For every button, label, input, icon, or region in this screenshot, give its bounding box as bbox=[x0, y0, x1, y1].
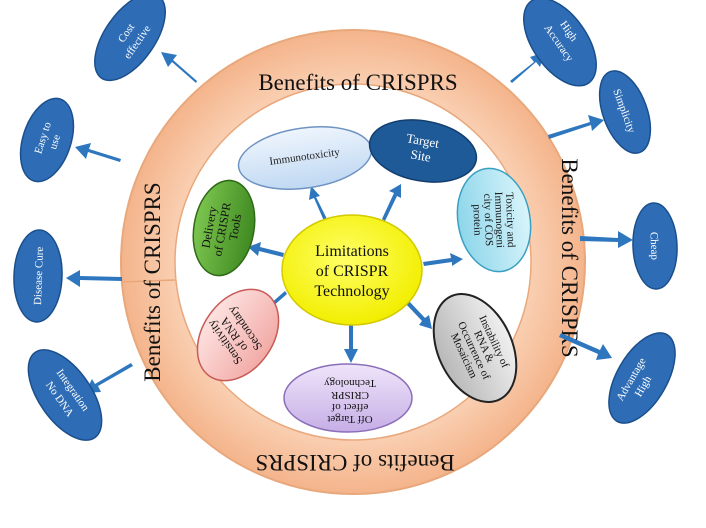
arrow-to-immunotoxicity bbox=[309, 186, 327, 221]
limitation-offtarget: Off Target effect of CRISPR Technology bbox=[283, 363, 413, 433]
benefit-cheap: Cheap bbox=[632, 202, 678, 290]
arrow-to-instability bbox=[405, 300, 432, 329]
center-line3: Technology bbox=[314, 283, 389, 300]
center-line1: Limitations bbox=[315, 243, 389, 260]
limitation-toxicity-line1: Toxicity and bbox=[503, 192, 517, 248]
benefit-high-advantage: High Advantage bbox=[608, 332, 676, 424]
arrow-disease-cure bbox=[66, 270, 122, 287]
limitation-toxicity-line2: Immunogeni bbox=[492, 192, 506, 249]
limitation-target-site-line2: Site bbox=[410, 146, 433, 164]
limitation-offtarget-line2: effect of bbox=[331, 401, 368, 413]
arrow-cost-effective bbox=[161, 52, 197, 83]
ring-label-bottom: Benefits of CRISPRS bbox=[255, 450, 454, 475]
ring-label-top: Benefits of CRISPRS bbox=[258, 70, 457, 95]
arrow-easy-to-use bbox=[75, 143, 121, 162]
benefit-easy-to-use-line2: use bbox=[47, 133, 63, 151]
benefit-easy-to-use: Easy to use bbox=[19, 97, 75, 183]
arrow-to-target-site bbox=[382, 184, 401, 221]
benefit-cheap-label: Cheap bbox=[648, 232, 661, 261]
arrow-no-dna bbox=[85, 363, 133, 393]
limitation-toxicity-line4: protein bbox=[470, 204, 483, 236]
ring-label-right: Benefits of CRISPRS bbox=[557, 158, 582, 357]
limitation-offtarget-line3: CRISPR bbox=[330, 389, 369, 401]
arrow-simplicity bbox=[548, 115, 604, 139]
limitation-instability: Instability of RNA & Occurrence of Mosai… bbox=[432, 293, 518, 403]
benefit-high-accuracy: High Accuracy bbox=[523, 0, 597, 87]
limitation-arrows bbox=[248, 184, 463, 363]
arrow-to-offtarget bbox=[344, 322, 358, 363]
benefit-no-dna-integration: No DNA Integration bbox=[27, 349, 103, 441]
benefit-cost-effective: Cost effective bbox=[94, 0, 166, 82]
limitation-toxicity-immunogenicity: Toxicity and Immunogeni city of COS prot… bbox=[456, 167, 532, 273]
benefit-disease-cure-label: Disease Cure bbox=[32, 246, 46, 305]
benefit-arrows bbox=[66, 52, 633, 393]
center-line2: of CRISPR bbox=[316, 263, 389, 280]
center-node: Limitations of CRISPR Technology bbox=[281, 214, 423, 326]
benefit-disease-cure: Disease Cure bbox=[13, 229, 63, 323]
benefit-simplicity: Simplicity bbox=[598, 70, 652, 154]
arrow-to-delivery bbox=[248, 242, 284, 257]
limitation-target-site-line1: Target bbox=[405, 130, 440, 151]
limitation-target-site: Target Site bbox=[368, 119, 478, 183]
limitation-toxicity-line3: city of COS bbox=[481, 193, 495, 246]
limitation-delivery: Delivery of CRISPR Tools bbox=[192, 179, 256, 277]
arrow-to-toxicity bbox=[423, 253, 463, 266]
limitation-delivery-line3: Tools bbox=[226, 213, 244, 242]
limitation-sensitivity: Sensitivity of RNA Secondary bbox=[196, 288, 280, 382]
arrow-high-advantage bbox=[559, 333, 612, 360]
arrow-cheap bbox=[580, 231, 633, 248]
limitation-offtarget-line1: Off Target bbox=[327, 413, 372, 425]
ring-label-left: Benefits of CRISPRS bbox=[140, 182, 165, 381]
arrow-high-accuracy bbox=[510, 52, 545, 83]
limitation-offtarget-line4: Technology bbox=[324, 377, 376, 389]
